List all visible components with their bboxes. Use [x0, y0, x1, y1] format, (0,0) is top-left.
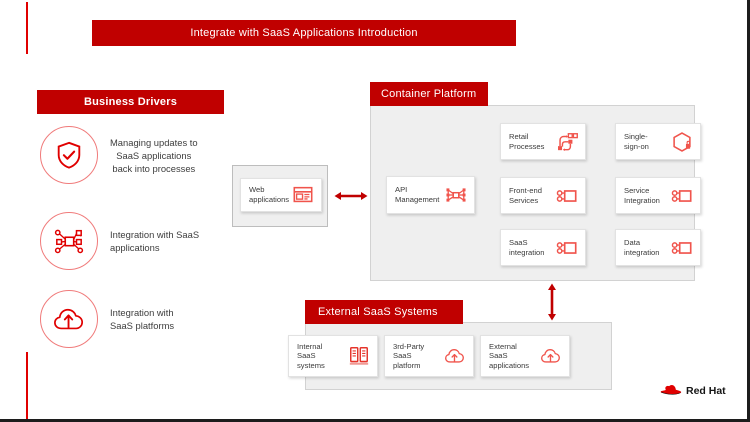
cloud-upload-icon — [541, 349, 560, 363]
server-rack-icon — [349, 347, 369, 365]
card-service-integration[interactable]: Service Integration — [615, 177, 701, 214]
arrow-platform-to-external — [548, 283, 556, 321]
page-title: Integrate with SaaS Applications Introdu… — [190, 27, 418, 39]
card-3rd-party-saas-platform[interactable]: 3rd-Party SaaS platform — [384, 335, 474, 377]
external-saas-label: External SaaS Systems — [318, 306, 438, 318]
card-label: External SaaS applications — [489, 341, 530, 370]
card-label: Data integration — [624, 237, 660, 257]
left-accent-rule-bottom — [26, 352, 28, 419]
red-hat-fedora-icon — [660, 384, 682, 395]
card-label: Service Integration — [624, 185, 660, 205]
hexagon-lock-icon — [673, 131, 691, 152]
business-driver-item: Integration with SaaS applications — [40, 212, 199, 270]
cloud-upload-icon — [54, 308, 84, 330]
card-label: 3rd-Party SaaS platform — [393, 341, 425, 370]
container-platform-header: Container Platform — [370, 82, 488, 106]
card-single-sign-on[interactable]: Single- sign-on — [615, 123, 701, 160]
card-label: Internal SaaS systems — [297, 341, 325, 370]
card-internal-saas-systems[interactable]: Internal SaaS systems — [288, 335, 378, 377]
integration-icon — [556, 241, 577, 254]
card-web-applications[interactable]: Web applications — [240, 178, 322, 212]
card-api-management[interactable]: API Management — [386, 176, 475, 214]
card-label: API Management — [395, 185, 440, 204]
driver-text: Integration with SaaS platforms — [110, 307, 175, 331]
card-label: Retail Processes — [509, 131, 545, 151]
card-external-saas-applications[interactable]: External SaaS applications — [480, 335, 570, 377]
driver-icon-circle — [40, 126, 98, 184]
card-label: Single- sign-on — [624, 131, 649, 151]
cloud-upload-icon — [445, 349, 464, 363]
process-flow-icon — [558, 132, 578, 151]
driver-icon-circle — [40, 212, 98, 270]
business-drivers-header: Business Drivers — [37, 90, 224, 114]
integration-icon — [671, 189, 692, 202]
left-accent-rule-top — [26, 2, 28, 54]
shield-check-icon — [57, 141, 81, 169]
browser-window-icon — [293, 186, 313, 203]
card-retail-processes[interactable]: Retail Processes — [500, 123, 586, 160]
network-nodes-icon — [54, 229, 84, 254]
red-hat-logo-text: Red Hat — [686, 384, 726, 397]
card-label: Web applications — [249, 185, 290, 204]
arrow-web-to-platform — [334, 192, 368, 200]
card-front-end-services[interactable]: Front-end Services — [500, 177, 586, 214]
container-platform-label: Container Platform — [381, 88, 477, 100]
integration-icon — [556, 189, 577, 202]
driver-icon-circle — [40, 290, 98, 348]
external-saas-header: External SaaS Systems — [305, 300, 463, 324]
business-driver-item: Managing updates to SaaS applications ba… — [40, 126, 198, 184]
card-label: Front-end Services — [509, 185, 542, 205]
business-driver-item: Integration with SaaS platforms — [40, 290, 174, 348]
driver-text: Integration with SaaS applications — [110, 229, 200, 253]
integration-icon — [671, 241, 692, 254]
business-drivers-label: Business Drivers — [83, 96, 178, 108]
card-label: SaaS integration — [509, 237, 545, 257]
slide-title-banner: Integrate with SaaS Applications Introdu… — [92, 20, 516, 46]
driver-text: Managing updates to SaaS applications ba… — [110, 136, 198, 174]
api-mesh-icon — [446, 188, 466, 202]
card-saas-integration[interactable]: SaaS integration — [500, 229, 586, 266]
card-data-integration[interactable]: Data integration — [615, 229, 701, 266]
red-hat-logo: Red Hat — [660, 383, 726, 398]
